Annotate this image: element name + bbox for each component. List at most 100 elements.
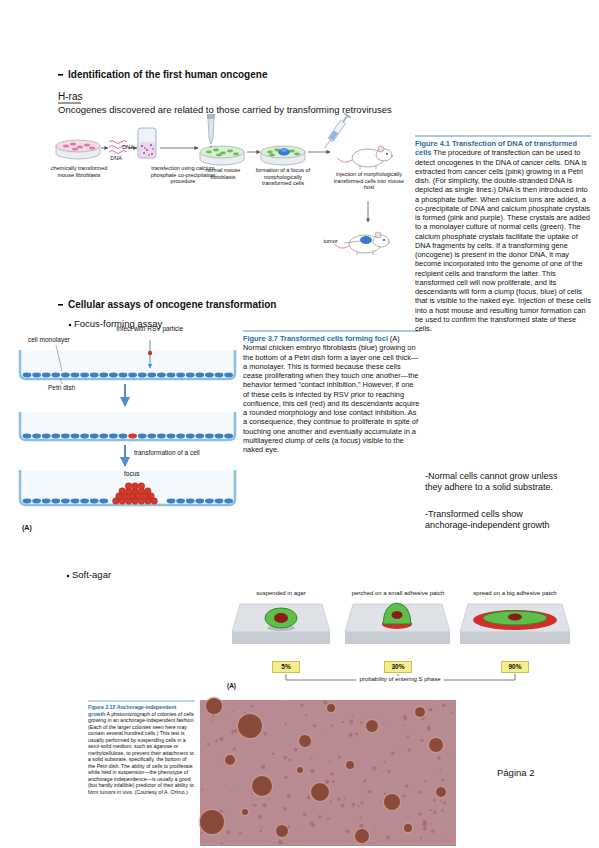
cell [119,488,126,495]
cell [90,373,99,378]
panel-label: (A) [227,682,236,690]
transfection-illustration [56,112,393,255]
cell [119,434,128,439]
percentage-box: 90% [501,661,529,673]
caption-body: A photomicrograph of colonies of cells g… [88,711,195,795]
cell [71,434,80,439]
cell [90,434,99,439]
caption-title: Figure 3.7 Transformed cells forming foc… [243,334,388,343]
cell [138,373,147,378]
cell [147,373,156,378]
cell [176,499,185,504]
figure-label: normal mouse fibroblasts [198,167,248,180]
cell [32,499,41,504]
cell [32,373,41,378]
caption-rule [88,701,195,702]
cell [109,373,118,378]
cell [80,434,89,439]
cell [147,434,156,439]
cell [205,434,214,439]
figure-label: DNA [104,155,128,162]
cell [167,499,176,504]
cell [157,434,166,439]
cell [224,434,233,439]
percentage-box: 30% [384,661,412,673]
cell [42,499,51,504]
cell [195,434,204,439]
cell [157,373,166,378]
cell [119,373,128,378]
figure-label: DNA [119,144,137,151]
cell [176,373,185,378]
figure-label: spread on a big adhesive patch [460,590,570,597]
cell [23,373,32,378]
figure-label: transformation of a cell [134,449,224,457]
page-number: Página 2 [497,767,535,778]
body-text: Oncogenes discovered are related to thos… [58,104,392,115]
cell [205,499,214,504]
subheading: H-ras [58,91,82,103]
bullet [67,575,69,577]
subheading: Soft-agar [72,569,111,580]
cell [224,373,233,378]
caption-body: (A) Normal chicken embryo fibroblasts (b… [243,334,419,454]
cell [80,373,89,378]
section-heading: Identification of the first human oncoge… [68,69,267,81]
cell [61,499,70,504]
figure-label: injection of morphologically transformed… [333,171,405,191]
cell [99,499,108,504]
cell [71,499,80,504]
cell [51,373,60,378]
cell [128,373,137,378]
cell [23,499,32,504]
caption-body: The procedure of transfection can be use… [415,148,591,333]
figure-caption: Figure 4.1 Transfection of DNA of transf… [415,139,591,333]
cell [138,434,147,439]
cell [80,499,89,504]
cell [186,434,195,439]
bullet [58,74,63,76]
cell [51,434,60,439]
cell [138,483,145,490]
percentage-box: 5% [272,661,300,673]
figure-caption: Figure 3.12 Anchorage-independent growth… [88,704,195,795]
cell [128,434,137,439]
figure-label: perched on a small adhesive patch [345,590,451,597]
cell [167,373,176,378]
cell [99,434,108,439]
cell [61,434,70,439]
percentage-value: 5% [281,663,290,670]
section-heading: Cellular assays of oncogene transformati… [68,299,276,311]
cell [145,488,152,495]
figure-label: suspended in agar [236,590,326,597]
cell [132,483,139,490]
caption-rule [415,136,591,137]
cell [61,373,70,378]
cell [195,373,204,378]
percentage-value: 30% [391,663,404,670]
cell [186,373,195,378]
focus-illustration [20,340,235,505]
cell [215,499,224,504]
figure-caption: Figure 3.7 Transformed cells forming foc… [243,334,420,454]
cell [186,499,195,504]
cell [71,373,80,378]
cell [42,373,51,378]
caption-rule [243,331,420,332]
bullet [69,324,71,326]
note-text: -Transformed cells show anchorage-indepe… [425,509,563,531]
cell [23,434,32,439]
axis-label: probability of entering S phase [356,676,443,683]
bullet [58,304,63,306]
cell [224,499,233,504]
cell [125,483,132,490]
cell [99,373,108,378]
cell [51,499,60,504]
figure-label: formation of a focus of morphologically … [250,167,316,187]
figure-label: Petri dish [48,384,75,392]
figure-label: chemically transformed mouse fibroblasts [48,165,110,178]
percentage-value: 90% [508,663,521,670]
cell [205,373,214,378]
panel-label: (A) [22,524,32,532]
figure-label: tumor [318,238,343,245]
